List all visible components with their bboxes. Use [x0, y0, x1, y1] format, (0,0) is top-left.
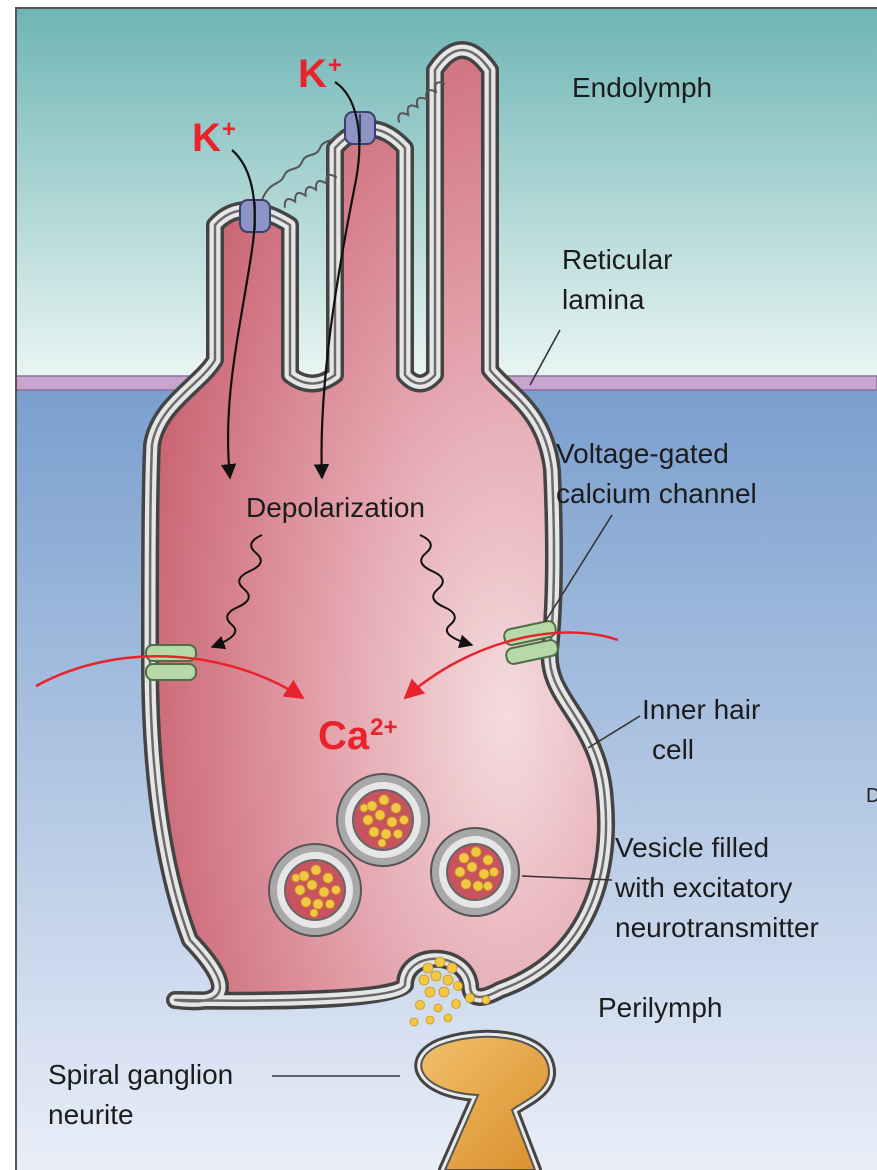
vesicle-label: Vesicle filled with excitatory neurotran… — [615, 828, 819, 948]
calcium-charge: 2+ — [370, 714, 397, 741]
depolarization-label: Depolarization — [246, 488, 425, 528]
voltage-gated-channel-label: Voltage-gated calcium channel — [556, 434, 757, 514]
spiral-ganglion-label: Spiral ganglion neurite — [48, 1055, 233, 1135]
edge-glyph: D — [866, 785, 877, 808]
reticular-lamina-label: Reticular lamina — [562, 240, 672, 320]
perilymph-label: Perilymph — [598, 988, 722, 1028]
potassium-ion-label: K+ — [192, 108, 236, 160]
inner-hair-cell-label: Inner hair cell — [642, 690, 760, 770]
vesicle — [269, 844, 361, 936]
vesicle — [337, 774, 429, 866]
endolymph-label: Endolymph — [572, 68, 712, 108]
vesicle — [431, 828, 519, 916]
potassium-charge: + — [222, 116, 236, 143]
potassium-ion-label: K+ — [298, 44, 342, 96]
calcium-ion-label: Ca2+ — [318, 706, 398, 758]
potassium-charge: + — [328, 52, 342, 79]
